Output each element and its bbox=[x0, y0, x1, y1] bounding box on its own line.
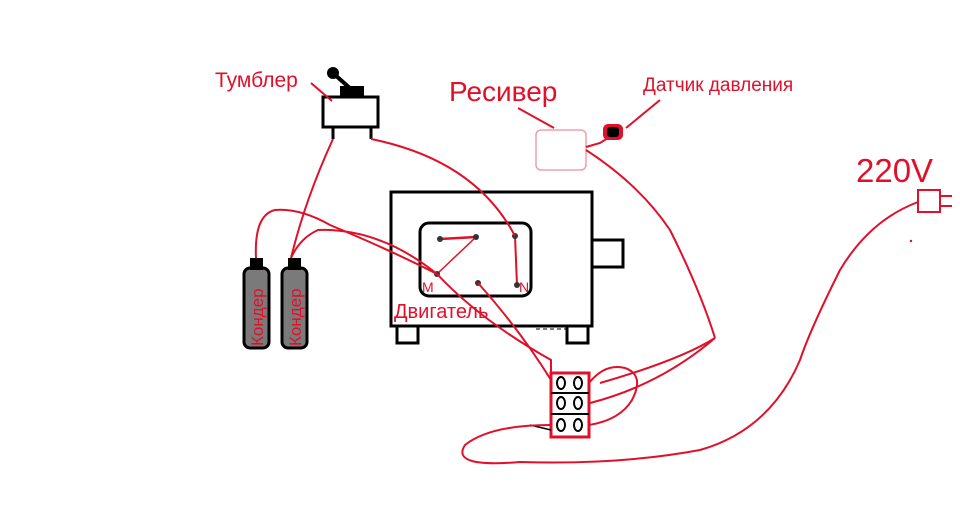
plug-body bbox=[917, 189, 941, 213]
capacitor-1-terminal bbox=[250, 258, 263, 270]
receiver-pointer-arrow bbox=[517, 107, 555, 129]
screw-1a bbox=[556, 376, 566, 390]
wire-capacitor-2-to-motor bbox=[290, 228, 438, 275]
receiver-tank bbox=[535, 129, 587, 171]
motor-foot-left bbox=[395, 324, 420, 345]
terminal-m-label: M bbox=[422, 279, 434, 295]
toggle-base bbox=[340, 86, 364, 97]
wire-junction-to-terminal-1 bbox=[599, 337, 716, 384]
capacitor-2-label: Кондер bbox=[286, 288, 305, 346]
motor-internal-wire bbox=[436, 236, 477, 275]
wire-motor-to-terminal bbox=[477, 282, 552, 381]
capacitor-1-label: Кондер bbox=[248, 288, 267, 346]
screw-3b bbox=[573, 418, 583, 432]
wire-terminal-loop bbox=[588, 366, 639, 426]
motor-internal-wire-n bbox=[514, 235, 518, 286]
screw-2a bbox=[556, 396, 566, 410]
motor: M N Двигатель bbox=[389, 190, 625, 345]
receiver-sensor-pipe bbox=[585, 137, 609, 148]
wire-plug-to-terminal bbox=[461, 201, 919, 465]
capacitor-1: Кондер bbox=[242, 258, 271, 350]
receiver-label: Ресивер bbox=[449, 76, 557, 107]
wire-receiver-to-junction bbox=[585, 149, 716, 339]
wire-toggle-to-motor-n bbox=[370, 138, 516, 237]
sensor-pointer-arrow bbox=[625, 99, 661, 129]
wires bbox=[254, 138, 919, 465]
screw-3a bbox=[556, 418, 566, 432]
pressure-sensor-label: Датчик давления bbox=[643, 75, 793, 96]
sensor-core bbox=[607, 127, 619, 137]
toggle-knob bbox=[327, 67, 339, 79]
wire-junction-to-terminal-2 bbox=[589, 337, 716, 404]
pressure-sensor-icon bbox=[603, 124, 623, 140]
terminal-n-label: N bbox=[519, 279, 529, 295]
motor-label: Двигатель bbox=[394, 301, 488, 323]
screw-2b bbox=[573, 396, 583, 410]
toggle-switch-icon bbox=[321, 67, 380, 139]
motor-jumper bbox=[439, 235, 477, 241]
screw-terminal-icon bbox=[556, 376, 583, 432]
toggle-label: Тумблер bbox=[215, 69, 298, 92]
capacitor-2: Кондер bbox=[280, 258, 309, 350]
wire-motor-m-to-terminal bbox=[436, 273, 552, 373]
terminal-block bbox=[529, 371, 591, 439]
motor-terminal-2 bbox=[473, 234, 479, 240]
motor-foot-right bbox=[565, 324, 590, 345]
motor-shaft bbox=[590, 238, 625, 269]
motor-terminal-box bbox=[418, 221, 533, 298]
wire-capacitor-1-to-motor bbox=[254, 208, 438, 275]
motor-terminal-1 bbox=[437, 236, 443, 242]
capacitor-2-terminal bbox=[288, 258, 301, 270]
screw-1b bbox=[573, 376, 583, 390]
toggle-pointer-arrow bbox=[310, 82, 333, 102]
motor-terminal-n bbox=[514, 282, 520, 288]
power-plug-icon bbox=[917, 189, 952, 213]
stray-dot bbox=[909, 239, 913, 243]
wire-toggle-to-capacitor-2 bbox=[290, 138, 334, 259]
voltage-label: 220V bbox=[856, 152, 933, 189]
